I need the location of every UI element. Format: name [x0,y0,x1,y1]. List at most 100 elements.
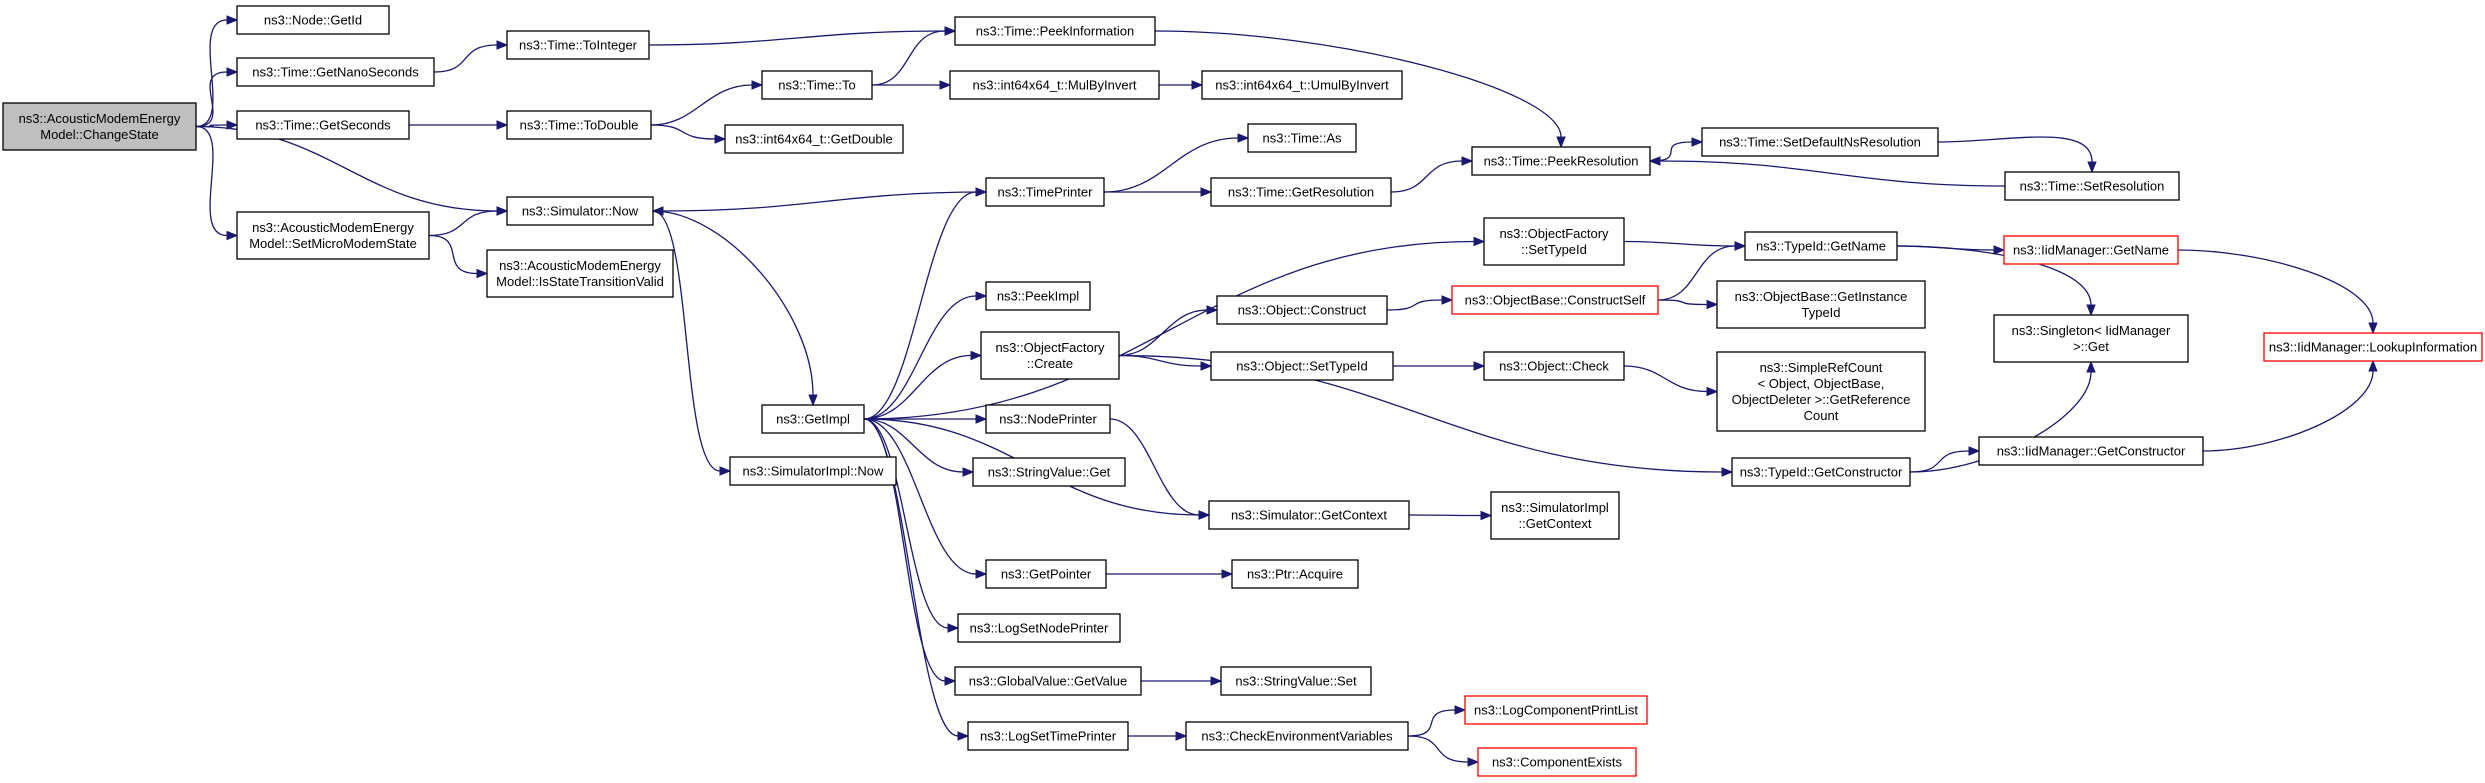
arrowhead-icon [1734,241,1747,251]
node-lookupinfo[interactable]: ns3::IidManager::LookupInformation [2263,332,2483,362]
node-label: ns3::PeekImpl [997,289,1079,304]
node-todouble[interactable]: ns3::Time::ToDouble [506,110,652,140]
node-label: ns3::Object::Check [1499,359,1609,374]
node-label: ns3::int64x64_t::UmulByInvert [1215,78,1389,93]
node-umulbyinvert[interactable]: ns3::int64x64_t::UmulByInvert [1201,70,1403,100]
node-objcheck[interactable]: ns3::Object::Check [1483,351,1625,381]
call-edge-objconstruct-to-constructself [1386,295,1454,311]
node-constructself[interactable]: ns3::ObjectBase::ConstructSelf [1451,285,1659,315]
call-edge-checkenv-to-compexists [1407,735,1480,767]
node-label: ns3::LogComponentPrintList [1474,703,1638,718]
node-gvget[interactable]: ns3::GlobalValue::GetValue [954,666,1142,696]
node-peekres[interactable]: ns3::Time::PeekResolution [1471,146,1651,176]
node-simnow[interactable]: ns3::Simulator::Now [506,196,654,226]
node-box [1216,295,1388,325]
node-box [729,456,897,486]
node-label: ns3::ObjectFactory [1499,226,1609,241]
node-getseconds[interactable]: ns3::Time::GetSeconds [236,110,410,140]
edge-line [650,84,753,126]
node-getres[interactable]: ns3::Time::GetResolution [1210,177,1392,207]
node-svget[interactable]: ns3::StringValue::Get [972,457,1126,487]
arrowhead-icon [1237,133,1250,143]
node-box [1993,314,2189,363]
edge-line [1909,450,1970,473]
node-box [236,5,390,35]
node-logsettime[interactable]: ns3::LogSetTimePrinter [967,721,1129,751]
call-edge-getpointer-to-ptracquire [1106,569,1234,579]
arrowhead-icon [1198,510,1211,520]
arrowhead-icon [1706,299,1719,310]
node-checkenv[interactable]: ns3::CheckEnvironmentVariables [1185,721,1409,751]
node-label: ns3::SimpleRefCount [1760,360,1883,375]
node-changestate[interactable]: ns3::AcousticModemEnergyModel::ChangeSta… [2,102,197,151]
node-box [236,110,410,140]
node-box [1210,177,1392,207]
arrowhead-icon [947,623,960,633]
node-getid[interactable]: ns3::Node::GetId [236,5,390,35]
edge-line [662,191,987,212]
node-ofcreate[interactable]: ns3::ObjectFactory::Create [980,331,1120,380]
node-peekinfo[interactable]: ns3::Time::PeekInformation [954,16,1156,46]
call-edge-getseconds-to-todouble [408,120,509,130]
node-tointeger[interactable]: ns3::Time::ToInteger [506,30,650,60]
node-ptracquire[interactable]: ns3::Ptr::Acquire [1231,559,1359,589]
arrowhead-icon [1461,156,1474,166]
node-svset[interactable]: ns3::StringValue::Set [1220,666,1372,696]
node-setres[interactable]: ns3::Time::SetResolution [2004,171,2180,201]
call-edge-constructself-to-getinstancetype [1657,299,1719,310]
node-box [1731,457,1911,487]
node-simgetctx[interactable]: ns3::Simulator::GetContext [1208,500,1410,530]
arrowhead-icon [1473,236,1486,247]
node-label: ns3::LogSetNodePrinter [970,621,1109,636]
arrowhead-icon [2087,161,2097,174]
node-isvalid[interactable]: ns3::AcousticModemEnergyModel::IsStateTr… [486,249,674,298]
node-typegetname[interactable]: ns3::TypeId::GetName [1744,231,1898,261]
node-label: ns3::Simulator::GetContext [1231,508,1387,523]
node-getdouble[interactable]: ns3::int64x64_t::GetDouble [724,124,904,154]
call-edge-changestate-to-getnano [195,67,239,128]
call-edge-setmicro-to-isvalid [428,234,489,279]
edge-line [1407,709,1456,737]
arrowhead-icon [1691,137,1704,147]
node-objconstruct[interactable]: ns3::Object::Construct [1216,295,1388,325]
node-simplerefcount[interactable]: ns3::SimpleRefCount< Object, ObjectBase,… [1716,351,1926,432]
node-typegetctor[interactable]: ns3::TypeId::GetConstructor [1731,457,1911,487]
node-timeas[interactable]: ns3::Time::As [1247,123,1357,153]
node-label: ns3::Object::Construct [1238,303,1367,318]
node-getimpl[interactable]: ns3::GetImpl [761,404,865,434]
call-edge-getimpl-to-svget [863,418,975,477]
edge-line [650,124,716,140]
node-label: ns3::Node::GetId [264,13,362,28]
call-edge-getimpl-to-ofsettype [863,236,1486,420]
node-iidgetctor[interactable]: ns3::IidManager::GetConstructor [1978,436,2204,466]
arrowhead-icon [226,15,239,25]
node-getnano[interactable]: ns3::Time::GetNanoSeconds [236,57,435,87]
node-getpointer[interactable]: ns3::GetPointer [985,559,1107,589]
node-box [236,57,435,87]
node-simimplgetctx[interactable]: ns3::SimulatorImpl::GetContext [1490,491,1620,540]
node-nodeprinter[interactable]: ns3::NodePrinter [985,404,1111,434]
node-mulbyinvert[interactable]: ns3::int64x64_t::MulByInvert [949,70,1160,100]
node-label: ns3::GetImpl [776,412,850,427]
node-ofsettype[interactable]: ns3::ObjectFactory::SetTypeId [1483,217,1625,266]
node-logcompprint[interactable]: ns3::LogComponentPrintList [1464,695,1648,725]
node-singletonget[interactable]: ns3::Singleton< IidManager >::Get [1993,314,2189,363]
node-peekimpl[interactable]: ns3::PeekImpl [985,281,1091,311]
node-simimplnow[interactable]: ns3::SimulatorImpl::Now [729,456,897,486]
node-label: >::Get [2073,339,2109,354]
node-objsettype[interactable]: ns3::Object::SetTypeId [1210,351,1394,381]
arrowhead-icon [1721,467,1734,477]
arrowhead-icon [808,394,818,407]
node-iidgetname[interactable]: ns3::IidManager::GetName [2003,235,2179,265]
node-setdefres[interactable]: ns3::Time::SetDefaultNsResolution [1701,127,1939,157]
node-box [2,102,197,151]
node-timeprinter[interactable]: ns3::TimePrinter [985,177,1105,207]
node-label: Model::SetMicroModemState [249,236,417,251]
node-timeto[interactable]: ns3::Time::To [761,70,873,100]
node-compexists[interactable]: ns3::ComponentExists [1477,747,1637,777]
arrowhead-icon [1480,510,1493,521]
node-logsetnode[interactable]: ns3::LogSetNodePrinter [957,613,1121,643]
node-setmicro[interactable]: ns3::AcousticModemEnergyModel::SetMicroM… [236,211,430,260]
edge-line [1408,514,1482,517]
